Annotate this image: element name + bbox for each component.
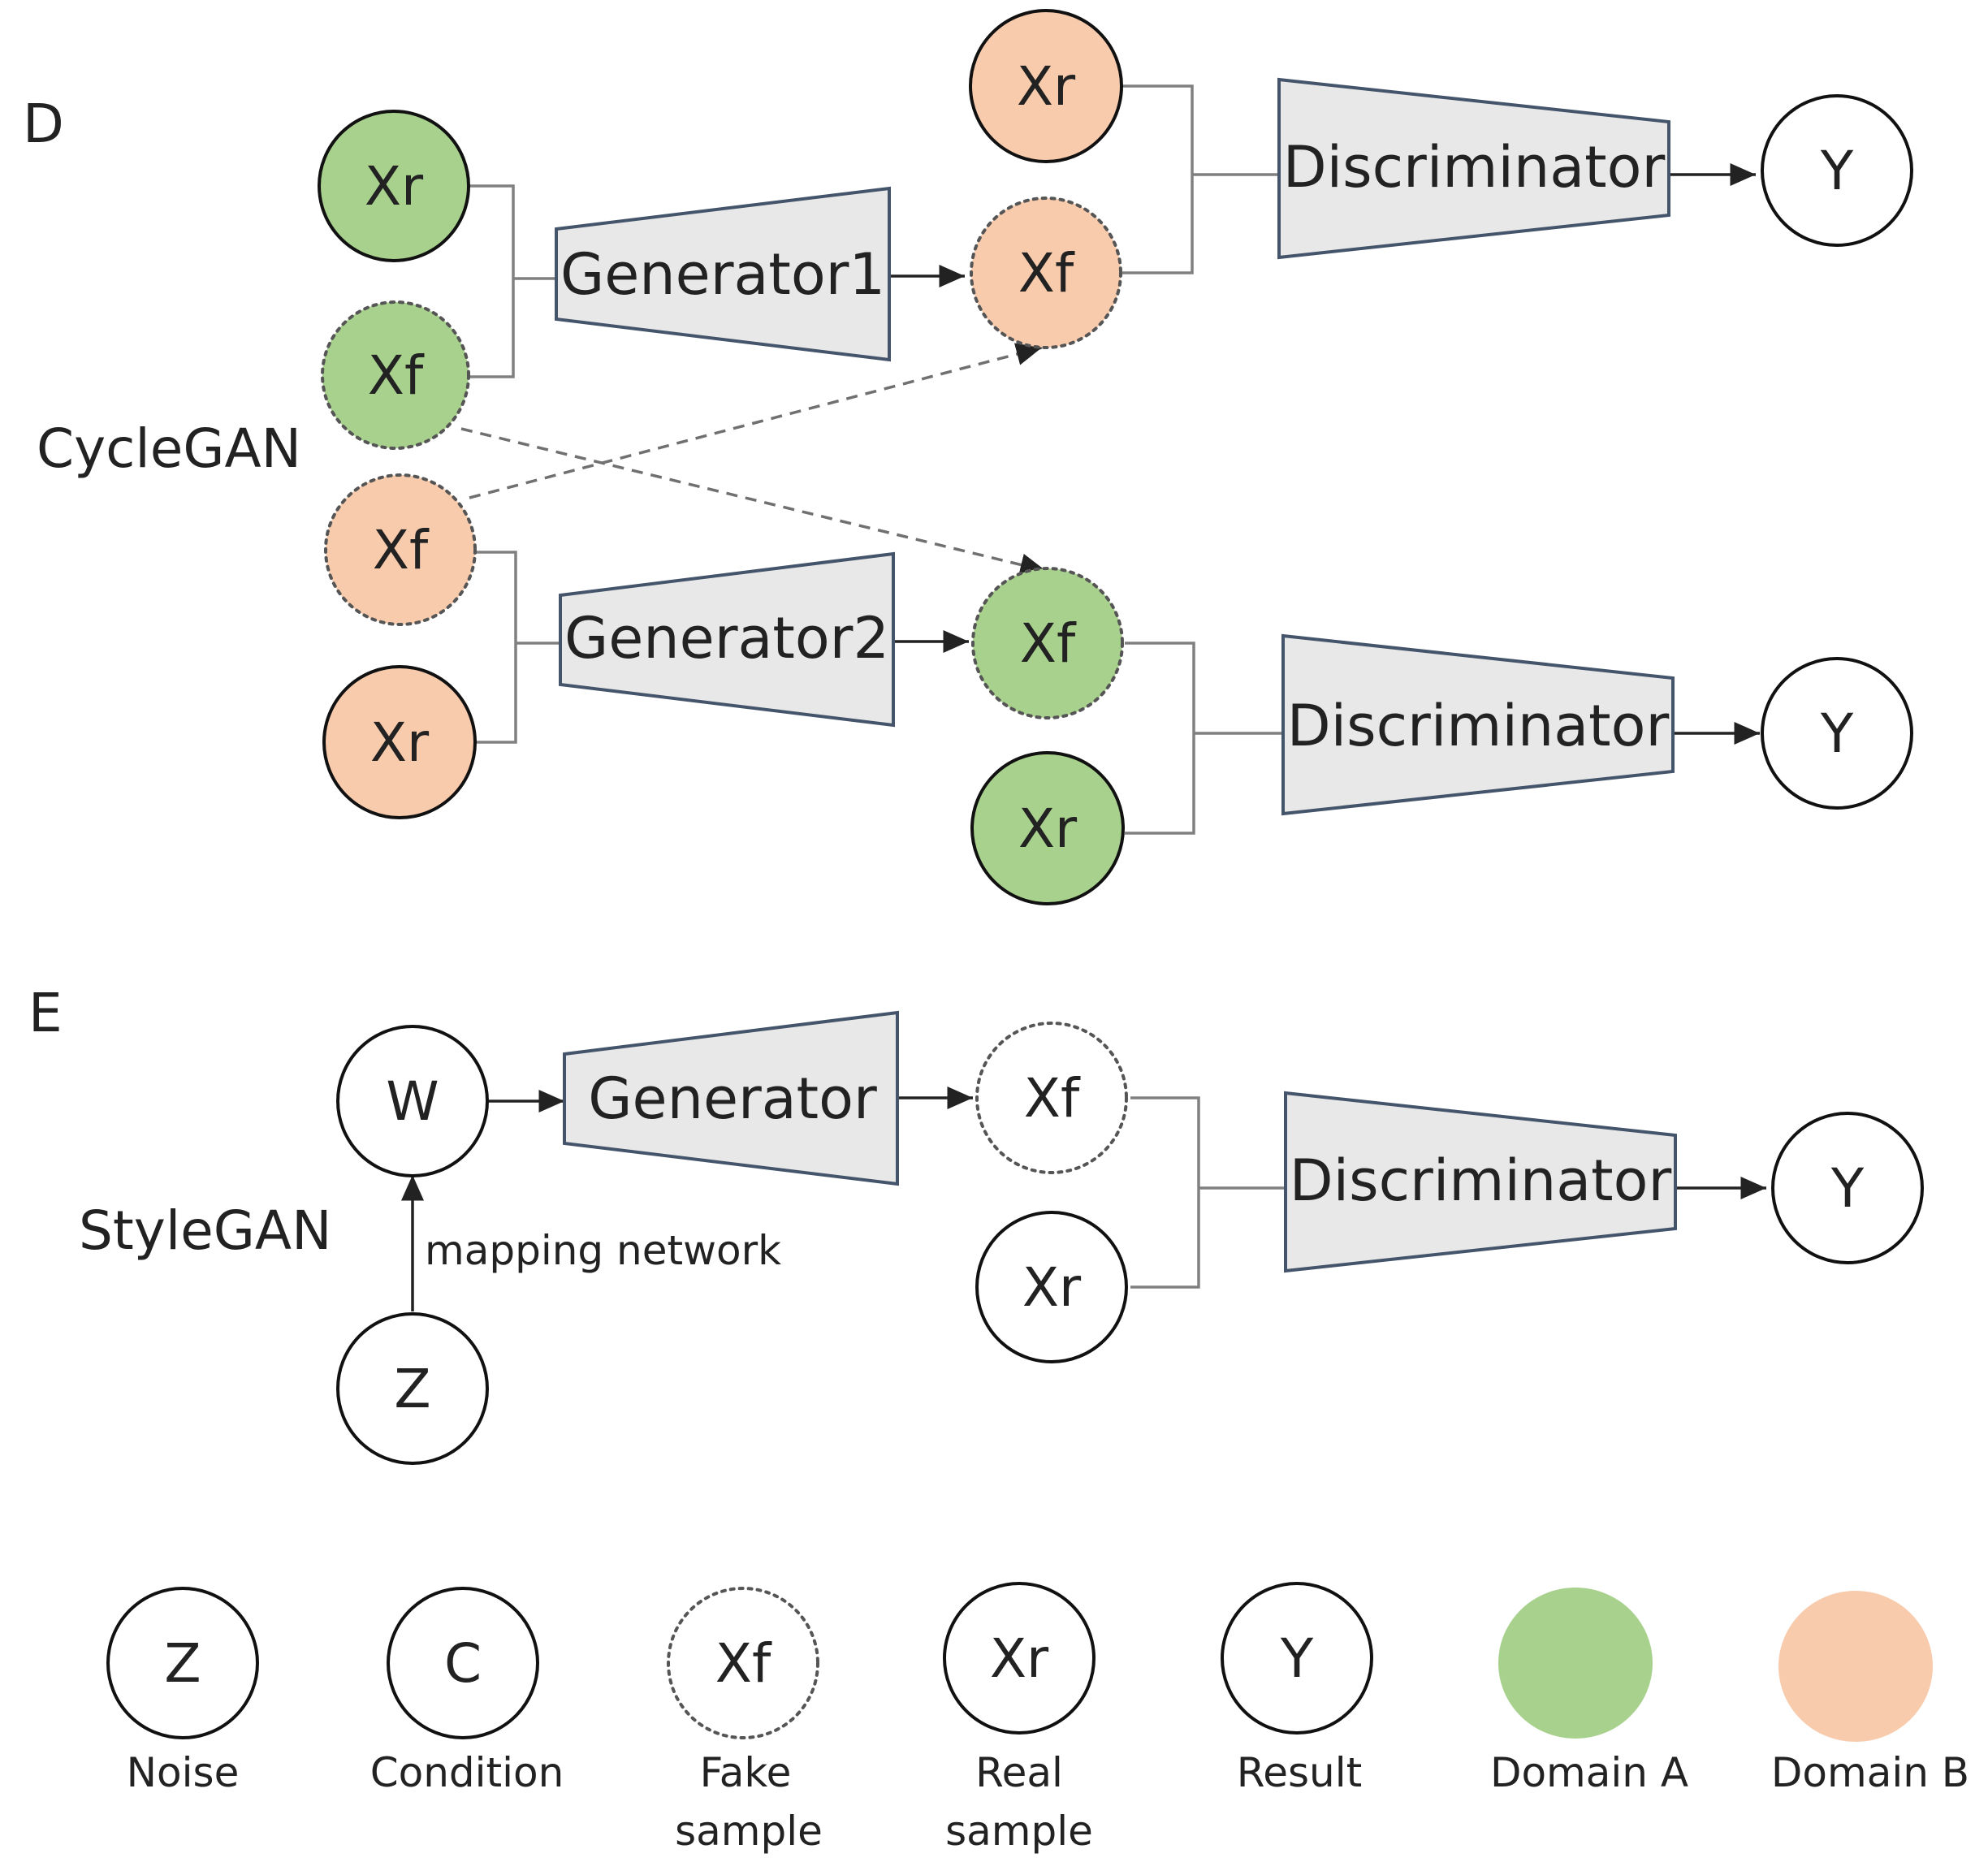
legend-real: Xr Real sample <box>943 1582 1096 1855</box>
cyclegan-top-output-fake-node: Xf <box>970 197 1122 349</box>
legend: Z Noise C Condition Xf Fake sample Xr Re… <box>106 1582 1969 1855</box>
cyclegan-bottom-output-fake-node: Xf <box>971 567 1124 719</box>
cyclegan-bottom-input-fake-node: Xf <box>324 473 477 626</box>
discriminator-top-label: Discriminator <box>1283 134 1666 201</box>
cyclegan-top-input-fake-text: Xf <box>368 344 425 407</box>
cyclegan-bottom-output-fake-text: Xf <box>1020 612 1077 675</box>
stylegan-result-node: Y <box>1771 1112 1924 1264</box>
stylegan-result-text: Y <box>1830 1157 1865 1220</box>
cyclegan-top-input-real-node: Xr <box>318 110 470 262</box>
legend-domain-a: Domain A <box>1490 1588 1688 1796</box>
cyclegan-top-disc-real-text: Xr <box>1017 55 1076 118</box>
legend-domain-a-label: Domain A <box>1490 1749 1688 1796</box>
stylegan-w-text: W <box>386 1070 439 1133</box>
legend-domain-b-label: Domain B <box>1771 1749 1969 1796</box>
legend-condition-label: Condition <box>370 1749 564 1796</box>
discriminator-bottom-label: Discriminator <box>1287 693 1670 759</box>
stylegan-connectors <box>401 1087 1766 1311</box>
cyclegan-bottom-result-node: Y <box>1761 657 1913 810</box>
stylegan-generator-label: Generator <box>588 1065 877 1132</box>
legend-noise: Z Noise <box>106 1587 259 1796</box>
domain-a-swatch <box>1498 1588 1653 1739</box>
generator1-block <box>555 186 891 362</box>
stylegan-z-text: Z <box>394 1358 430 1420</box>
stylegan-disc-real-text: Xr <box>1022 1256 1082 1319</box>
generator2-label: Generator2 <box>564 605 889 672</box>
cyclegan-bottom-input-fake-text: Xf <box>373 519 430 581</box>
cyclegan-bottom-disc-real-node: Xr <box>970 751 1125 905</box>
legend-real-label-2: sample <box>945 1808 1093 1855</box>
legend-fake-label-2: sample <box>675 1808 823 1855</box>
legend-fake-symbol: Xf <box>715 1632 772 1695</box>
section-d-label: D <box>23 93 64 155</box>
cyclegan-top-result-text: Y <box>1820 140 1854 202</box>
cyclegan-bottom-input-real-node: Xr <box>322 665 477 819</box>
mapping-network-label: mapping network <box>425 1227 781 1274</box>
legend-fake: Xf Fake sample <box>667 1587 823 1855</box>
cyclegan-top-output-fake-text: Xf <box>1018 242 1075 305</box>
legend-fake-label-1: Fake <box>700 1749 792 1796</box>
cyclegan-bottom-input-real-text: Xr <box>370 711 430 774</box>
cyclegan-top-input-fake-node: Xf <box>321 300 470 450</box>
cyclegan-top-disc-real-node: Xr <box>969 9 1123 163</box>
cyclegan-connectors <box>460 84 1760 835</box>
stylegan-generator-block <box>563 1010 899 1186</box>
legend-real-symbol: Xr <box>990 1627 1049 1690</box>
stylegan-output-fake-text: Xf <box>1024 1067 1081 1130</box>
stylegan-discriminator-block <box>1284 1091 1677 1273</box>
stylegan-label: StyleGAN <box>79 1199 331 1262</box>
stylegan-z-node: Z <box>336 1312 489 1465</box>
stylegan-w-node: W <box>336 1025 489 1177</box>
legend-result-label: Result <box>1237 1749 1363 1796</box>
legend-noise-symbol: Z <box>164 1632 201 1695</box>
stylegan-output-fake-node: Xf <box>975 1022 1128 1174</box>
stylegan-disc-real-node: Xr <box>975 1211 1128 1363</box>
stylegan-discriminator-label: Discriminator <box>1290 1147 1672 1214</box>
legend-result: Y Result <box>1221 1582 1373 1796</box>
domain-b-swatch <box>1778 1591 1933 1742</box>
generator2-block <box>559 551 895 728</box>
cyclegan-top-result-node: Y <box>1761 94 1913 247</box>
legend-condition: C Condition <box>370 1587 564 1796</box>
generator1-label: Generator1 <box>560 241 885 308</box>
discriminator-top-block <box>1277 77 1670 260</box>
cyclegan-bottom-result-text: Y <box>1820 702 1854 765</box>
section-e-label: E <box>28 982 63 1044</box>
legend-real-label-1: Real <box>975 1749 1063 1796</box>
cyclegan-top-input-real-text: Xr <box>365 155 424 218</box>
legend-condition-symbol: C <box>444 1632 482 1695</box>
legend-result-symbol: Y <box>1280 1627 1314 1690</box>
legend-domain-b: Domain B <box>1771 1591 1969 1796</box>
cyclegan-bottom-disc-real-text: Xr <box>1018 797 1078 860</box>
legend-noise-label: Noise <box>127 1749 240 1796</box>
discriminator-bottom-block <box>1281 633 1675 816</box>
cyclegan-label: CycleGAN <box>37 417 301 480</box>
